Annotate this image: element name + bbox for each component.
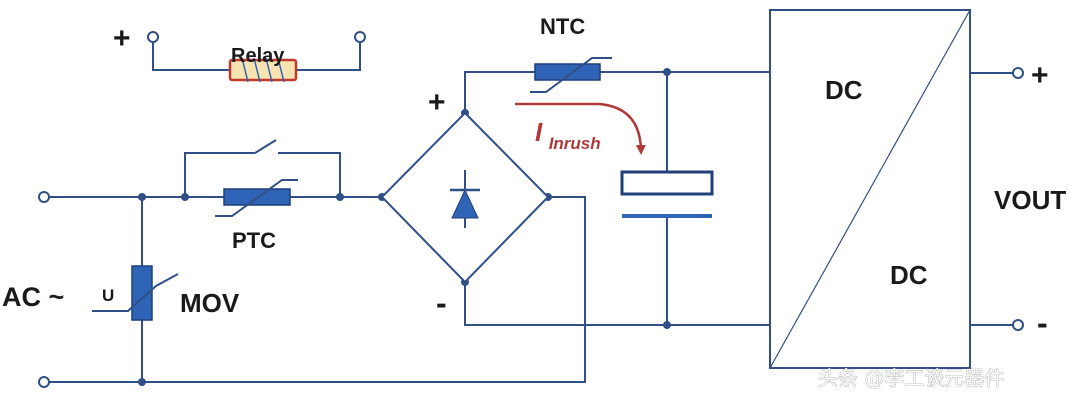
relay-terminal-right [354,31,366,43]
vout-terminal-minus [1012,319,1024,331]
converter-top-label: DC [825,75,863,105]
converter-bottom-label: DC [890,260,928,290]
ptc-label: PTC [232,228,276,253]
inrush-sub: Inrush [549,134,601,153]
ptc-thermistor [215,179,298,217]
relay-wire [152,37,361,71]
ptc-bypass-wire [184,152,341,197]
terminals [38,31,1024,388]
vout-terminal-plus [1012,67,1024,79]
ntc-thermistor [530,57,612,93]
inrush-main: I [535,117,543,147]
vout-plus-label: + [1031,59,1049,92]
ac-terminal-bottom [38,376,50,388]
ac-terminal-top [38,191,50,203]
ac-input-label: AC ~ [2,282,64,312]
relay-terminal-left [147,31,159,43]
mov-label: MOV [180,288,240,318]
positive-rail [464,71,770,113]
vout-label: VOUT [994,185,1066,215]
diode-icon [451,188,479,219]
bridge-plus-label: + [428,86,446,119]
inrush-current-label: I Inrush [535,117,601,153]
relay-plus-label: + [113,22,131,55]
bridge-rectifier [380,111,550,284]
relay-coil [228,57,298,83]
bridge-minus-label: - [436,285,447,321]
junction-dots [138,68,671,386]
relay-switch [254,139,277,154]
ac-bottom-wire [48,196,586,383]
bulk-capacitor [620,170,714,218]
ntc-label: NTC [540,14,585,39]
mov-symbol-label: U [102,286,114,305]
inrush-arrow [515,102,646,155]
dc-dc-converter [769,9,971,369]
relay-label: Relay [231,45,285,67]
vout-minus-label: - [1037,305,1048,341]
watermark-text: 头条 @李工谈元器件 [818,366,1004,390]
output-wires [970,72,1013,326]
negative-rail [464,282,770,326]
mov-varistor [92,265,179,321]
